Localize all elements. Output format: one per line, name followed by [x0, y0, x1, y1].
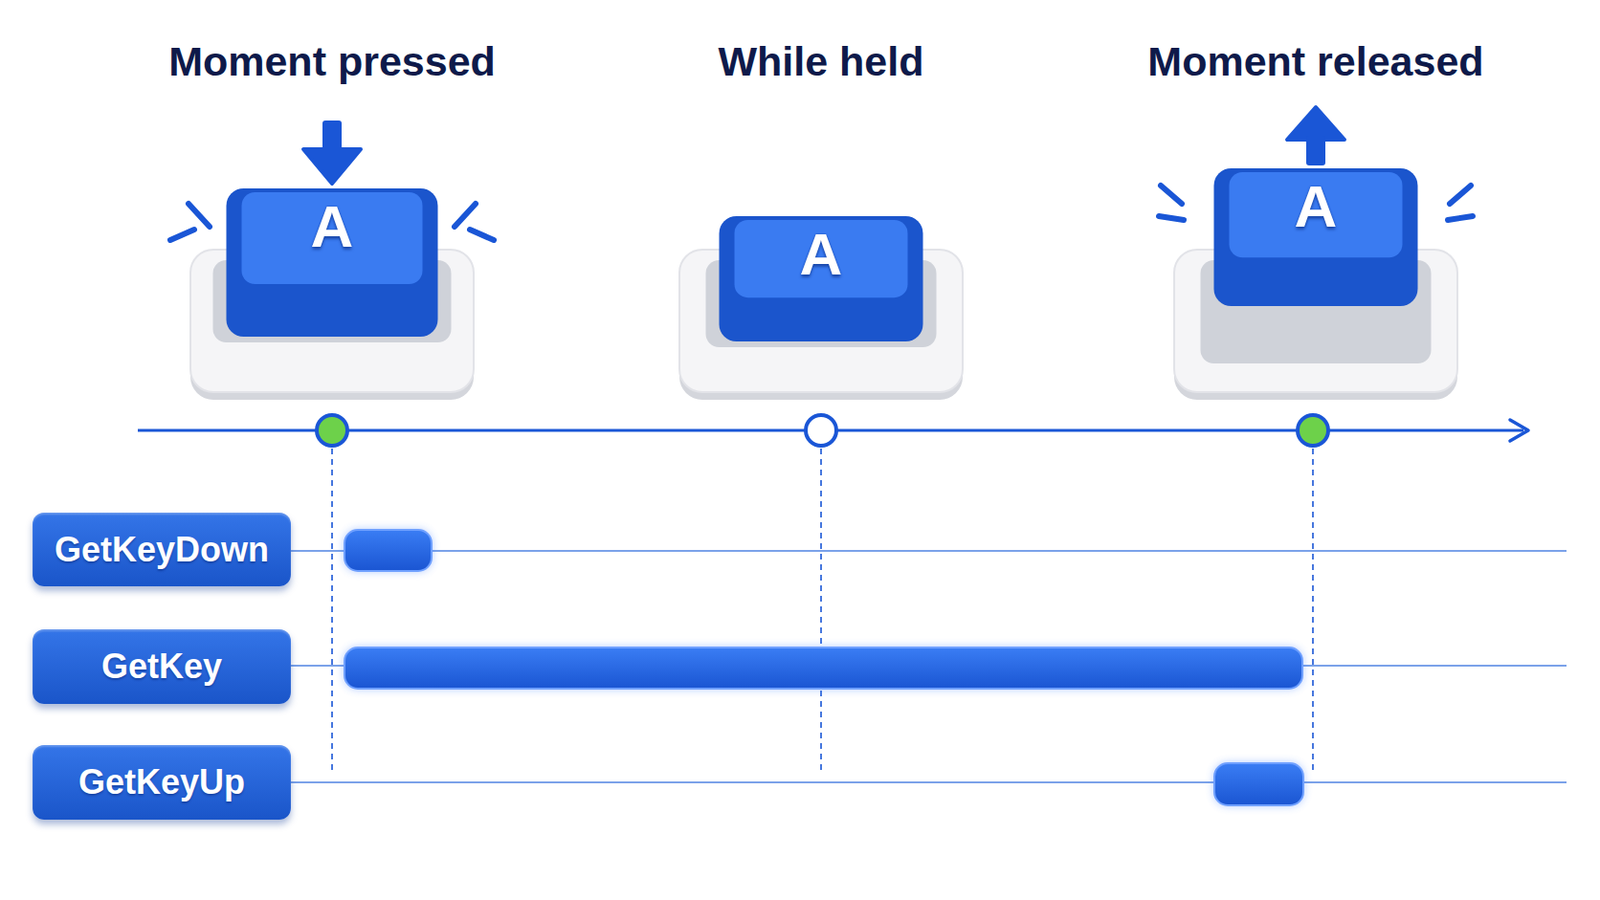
key-letter: A [620, 223, 1023, 286]
press-arrow [303, 149, 361, 184]
function-name: GetKey [101, 646, 223, 688]
key-letter: A [131, 196, 534, 258]
function-label: GetKeyUp [32, 745, 291, 821]
event-dot [1297, 415, 1329, 446]
axis-arrow [1510, 420, 1529, 442]
motion-mark [1158, 216, 1184, 221]
phase-heading: Moment pressed [131, 38, 534, 85]
phase-heading: Moment released [1114, 38, 1517, 85]
motion-mark [1449, 185, 1471, 204]
event-dot [805, 415, 837, 446]
getkeyup-bar [1214, 763, 1304, 806]
getkeydown-bar [344, 530, 432, 572]
motion-mark [1160, 185, 1182, 204]
bar-glow [344, 647, 1303, 689]
key-node: Moment pressedA [131, 38, 534, 412]
bar-glow [1214, 763, 1304, 806]
function-label: GetKeyDown [32, 512, 291, 587]
release-arrow [1287, 107, 1345, 140]
motion-mark [454, 203, 476, 227]
phase-heading: While held [620, 38, 1023, 85]
guide-line [1311, 448, 1314, 776]
event-dot [316, 415, 348, 446]
row-line [290, 781, 1567, 784]
motion-mark [1447, 216, 1473, 221]
guide-line [820, 448, 823, 776]
function-name: GetKeyUp [78, 762, 245, 803]
motion-mark [170, 229, 195, 241]
guide-line [331, 448, 334, 776]
key-node: While heldA [620, 38, 1023, 412]
bar-glow [344, 530, 432, 572]
function-name: GetKeyDown [54, 530, 269, 571]
function-label: GetKey [32, 629, 291, 705]
release-arrow [1306, 135, 1326, 166]
key-letter: A [1114, 176, 1517, 238]
motion-mark [188, 203, 210, 227]
row-line [290, 550, 1567, 553]
motion-mark [469, 229, 494, 241]
getkey-bar [344, 647, 1303, 689]
key-node: Moment releasedA [1114, 38, 1517, 412]
